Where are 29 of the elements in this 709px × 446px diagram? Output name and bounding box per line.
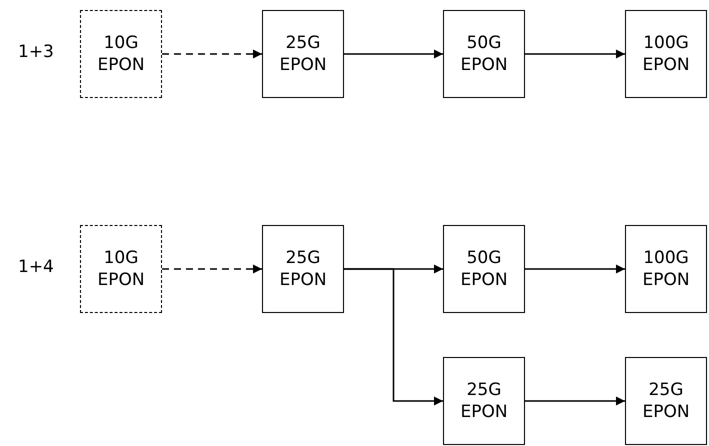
process-box: [625, 225, 707, 313]
process-box: [443, 10, 525, 98]
node-label: 100G EPON: [641, 32, 691, 76]
arrow: [162, 264, 262, 274]
row-label: 1+4: [18, 257, 54, 277]
node-label: 50G EPON: [459, 246, 509, 292]
process-box: [625, 10, 707, 98]
process-box: [262, 225, 344, 313]
node-label: 25G EPON: [278, 32, 328, 76]
arrow: [162, 50, 262, 58]
arrow: [525, 396, 625, 406]
arrow: [344, 268, 443, 406]
process-box: [443, 225, 525, 313]
node-label: 10G EPON: [96, 32, 146, 76]
node-label: 25G EPON: [459, 378, 509, 424]
node-label: 10G EPON: [96, 246, 146, 292]
arrow: [525, 50, 625, 58]
arrow: [344, 50, 443, 58]
process-box: [443, 357, 525, 445]
node-label: 25G EPON: [278, 246, 328, 292]
node-label: 100G EPON: [641, 246, 691, 292]
node-label: 25G EPON: [641, 378, 691, 424]
process-box: [262, 10, 344, 98]
process-box: [80, 10, 162, 98]
node-label: 50G EPON: [459, 32, 509, 76]
process-box: [625, 357, 707, 445]
process-box: [80, 225, 162, 313]
arrow: [525, 264, 625, 274]
row-label: 1+3: [18, 42, 54, 62]
